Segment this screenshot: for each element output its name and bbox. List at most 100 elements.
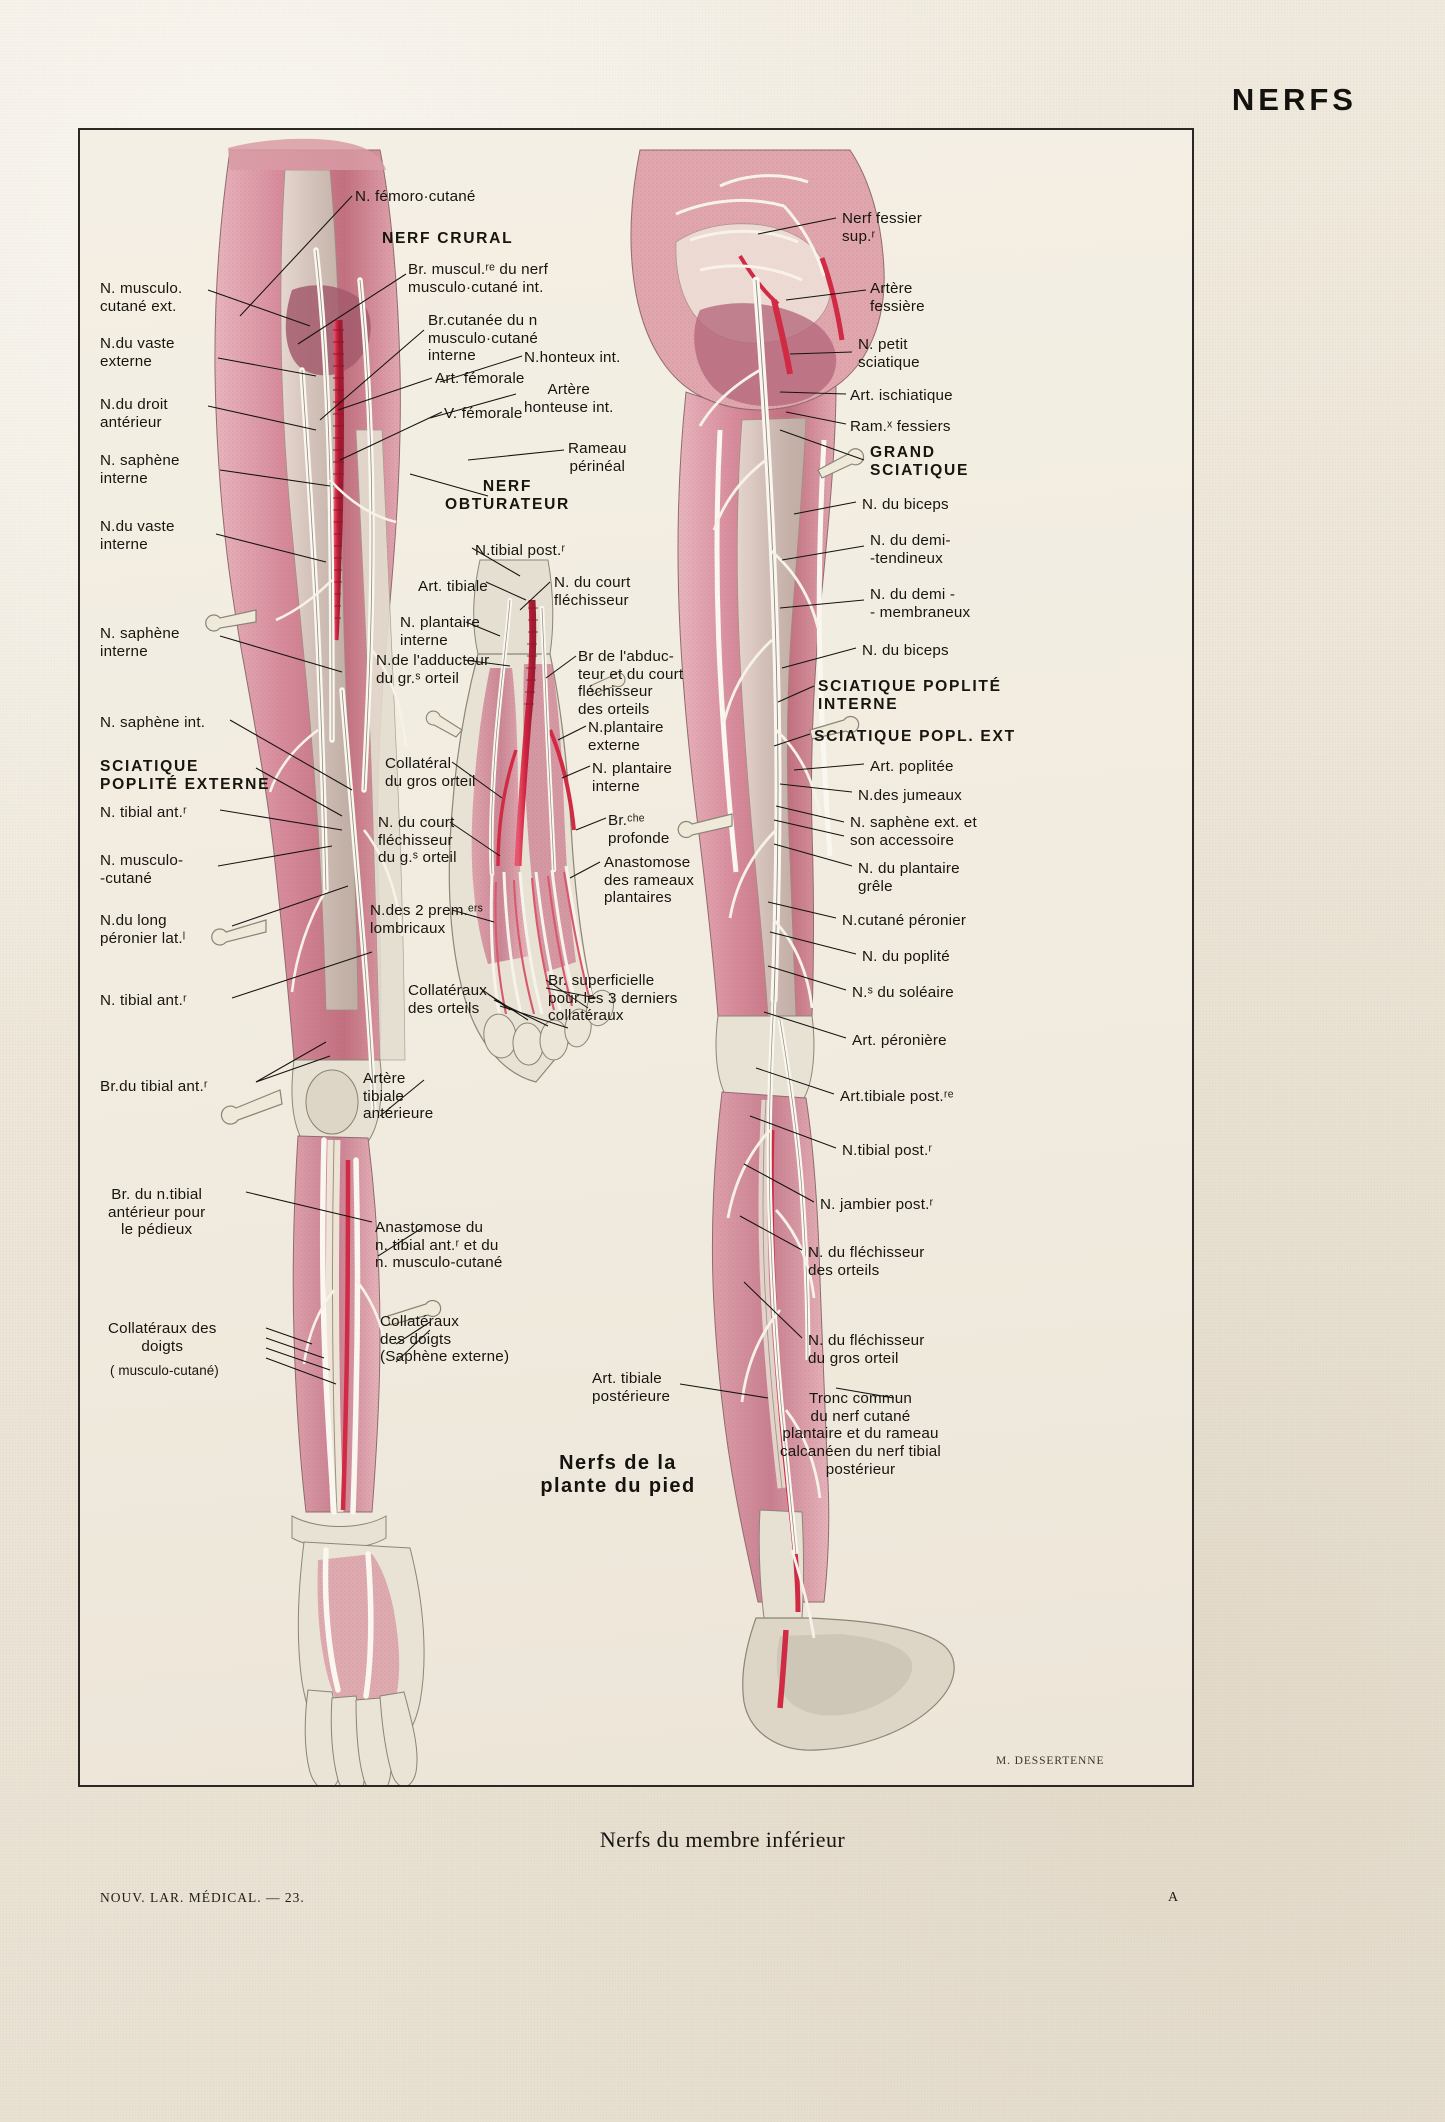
annotation-line: Br. muscul.ʳᵉ du nerf [408, 261, 549, 278]
annotation-line: calcanéen du nerf tibial [780, 1442, 941, 1460]
annotation-line: son accessoire [850, 831, 955, 849]
annotation-line: Br. du n.tibial [111, 1186, 203, 1203]
annotation-line: SCIATIQUE POPL. EXT [814, 728, 1016, 745]
annotation-line: NERF CRURAL [382, 230, 514, 247]
annotation-line: N.des 2 prem.ᵉʳˢ [370, 902, 484, 919]
annotation-line: -cutané [100, 869, 153, 887]
annotation-line: des orteils [578, 700, 650, 718]
annotation-br-du-tibial-ant: Br.du tibial ant.ʳ [100, 1078, 208, 1096]
annotation-line: fléchisseur [578, 683, 653, 701]
annotation-line: ( musculo-cutané) [110, 1363, 219, 1378]
annotation-line: N. du fléchisseur [808, 1244, 925, 1261]
annotation-n-saphene-int: N. saphène int. [100, 714, 205, 732]
annotation-line: N. tibial ant.ʳ [100, 992, 187, 1009]
annotation-line: Artère [870, 280, 913, 297]
annotation-line: Art.tibiale post.ʳᵉ [840, 1088, 954, 1105]
annotation-line: Art. fémorale [435, 370, 525, 387]
annotation-line: antérieur [100, 413, 162, 431]
annotation-line: des orteils [808, 1261, 880, 1279]
annotation-line: N. saphène [100, 625, 180, 642]
left-limb-anterior [205, 138, 442, 1785]
annotation-line: N.tibial post.ʳ [842, 1142, 933, 1159]
annotation-ns-du-soleaire: N.ˢ du soléaire [852, 984, 954, 1002]
annotation-line: des doigts [380, 1330, 452, 1348]
annotation-line: Collatéraux des [108, 1320, 217, 1337]
inset-title-line2: plante du pied [540, 1475, 696, 1497]
annotation-line: N.plantaire [588, 719, 664, 736]
annotation-line: interne [428, 347, 476, 365]
annotation-line: N. du plantaire [858, 860, 960, 877]
annotation-line: Br de l'abduc- [578, 648, 675, 665]
annotation-line: N.cutané péronier [842, 912, 967, 929]
annotation-line: NERF [482, 478, 533, 495]
annotation-line: N. du biceps [862, 642, 949, 659]
annotation-sciatique-popl-ext: SCIATIQUE POPL. EXT [814, 728, 1016, 746]
annotation-line: Art. ischiatique [850, 387, 953, 404]
annotation-line: Art. tibiale [418, 578, 488, 595]
annotation-line: Art. poplitée [870, 758, 954, 775]
annotation-ram-fessiers: Ram.ˣ fessiers [850, 418, 951, 436]
annotation-line: cutané ext. [100, 297, 177, 315]
annotation-line: N. plantaire [400, 614, 481, 631]
annotation-n-tibial-posterieur: N.tibial post.ʳ [842, 1142, 932, 1160]
annotation-line: interne [100, 535, 148, 553]
annotation-line: sup.ʳ [842, 227, 876, 245]
annotation-line: tibiale [363, 1087, 405, 1105]
footer-source: NOUV. LAR. MÉDICAL. — 23. [100, 1890, 305, 1905]
annotation-line: -tendineux [870, 549, 943, 567]
annotation-line: n. tibial ant.ʳ et du [375, 1236, 499, 1254]
annotation-line: N. musculo- [100, 852, 184, 869]
annotation-line: N.du vaste [100, 518, 175, 535]
annotation-art-poplitee: Art. poplitée [870, 758, 954, 776]
annotation-line: Br.du tibial ant.ʳ [100, 1078, 208, 1095]
annotation-line: Collatéraux [380, 1313, 460, 1330]
annotation-collateraux-doigts-sub: ( musculo-cutané) [110, 1363, 219, 1379]
annotation-line: N.du vaste [100, 335, 175, 352]
annotation-line: V. fémorale [444, 405, 523, 422]
annotation-line: N. fémoro·cutané [355, 188, 476, 205]
annotation-line: postérieure [592, 1387, 671, 1405]
annotation-line: N. saphène ext. et [850, 814, 977, 831]
annotation-line: antérieur pour [108, 1203, 206, 1221]
artist-signature: M. DESSERTENNE [996, 1755, 1105, 1767]
annotation-line: sciatique [858, 353, 920, 371]
annotation-line: N.des jumeaux [858, 787, 962, 804]
page-title: NERFS [1231, 82, 1357, 117]
annotation-line: N. du fléchisseur [808, 1332, 925, 1349]
annotation-line: N. plantaire [592, 760, 673, 777]
annotation-line: du nerf cutané [810, 1407, 911, 1425]
annotation-line: du gr.ˢ orteil [376, 669, 460, 687]
annotation-line: postérieur [825, 1460, 896, 1478]
annotation-n-femoro-cutane: N. fémoro·cutané [355, 188, 476, 206]
annotation-line: N.de l'adducteur [376, 652, 490, 669]
annotation-line: du gros orteil [385, 772, 476, 790]
inset-title-line1: Nerfs de la [559, 1452, 677, 1474]
annotation-n-du-biceps-2: N. du biceps [862, 642, 949, 660]
annotation-line: N.du long [100, 912, 167, 929]
annotation-line: Tronc commun [808, 1390, 913, 1407]
annotation-line: N. du demi- [870, 532, 951, 549]
annotation-line: collatéraux [548, 1007, 624, 1025]
annotation-line: doigts [141, 1337, 184, 1355]
annotation-line: du g.ˢ orteil [378, 849, 457, 867]
annotation-line: (Saphène externe) [380, 1348, 510, 1366]
annotation-n-des-jumeaux: N.des jumeaux [858, 787, 962, 805]
annotation-line: N.tibial post.ʳ [475, 542, 566, 559]
annotation-line: musculo·cutané [428, 329, 539, 347]
annotation-line: Art. tibiale [592, 1370, 662, 1387]
